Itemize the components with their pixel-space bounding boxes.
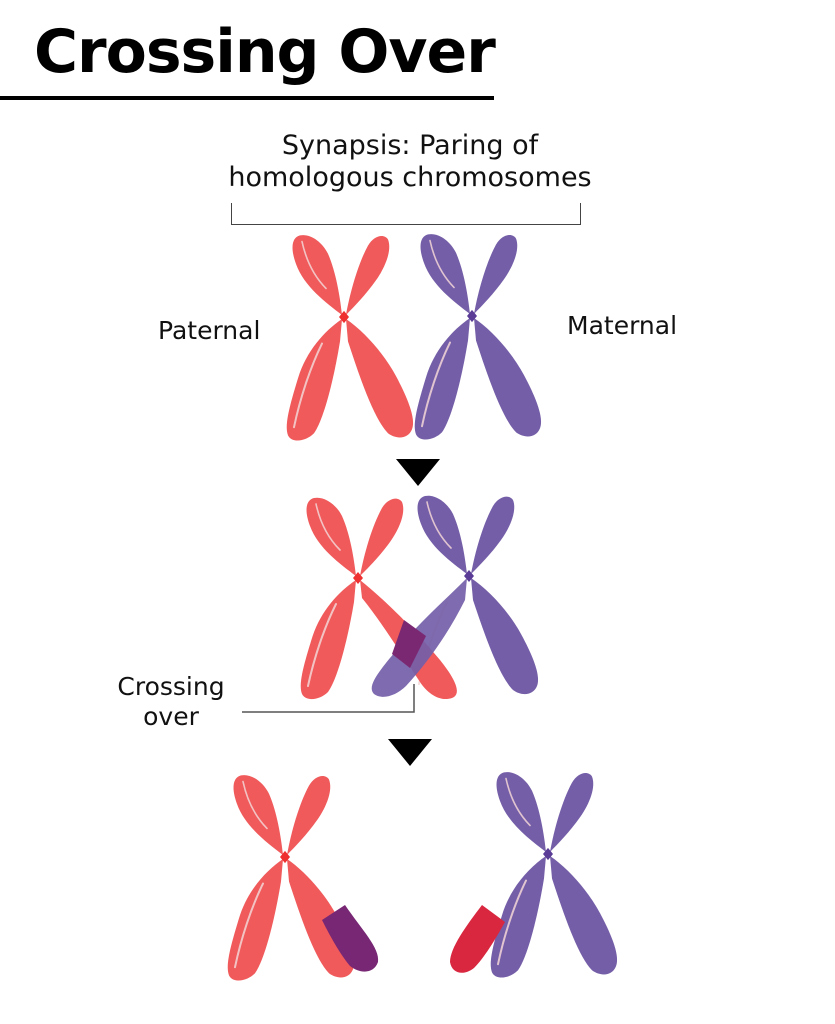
crossing-over-label-line1: Crossing xyxy=(117,672,225,701)
crossing-over-label: Crossing over xyxy=(96,672,246,732)
highlight xyxy=(426,501,452,549)
maternal-label: Maternal xyxy=(567,311,678,340)
centromere xyxy=(339,310,349,324)
highlight xyxy=(301,240,327,290)
down-arrow-icon xyxy=(396,459,440,486)
recombinant-maternal-chromosome xyxy=(490,772,618,978)
maternal-segment-swapped xyxy=(322,905,379,972)
chiasma-overlap xyxy=(392,620,426,668)
highlight xyxy=(421,341,451,428)
centromere xyxy=(543,847,553,861)
down-arrow-icon xyxy=(388,739,432,766)
highlight xyxy=(429,239,455,289)
highlight xyxy=(242,780,268,830)
title-underline xyxy=(0,96,494,100)
synapsis-caption: Synapsis: Paring of homologous chromosom… xyxy=(180,130,640,194)
highlight xyxy=(497,879,527,966)
synapsis-caption-line1: Synapsis: Paring of xyxy=(281,130,539,161)
centromere xyxy=(467,309,477,323)
paternal-segment-swapped xyxy=(450,905,505,973)
highlight xyxy=(293,342,323,429)
synapsis-caption-line2: homologous chromosomes xyxy=(228,162,592,193)
highlight xyxy=(234,882,264,969)
synapsis-bracket xyxy=(231,203,581,225)
paternal-chromosome xyxy=(286,235,414,441)
highlight xyxy=(315,503,341,551)
crossing-over-label-line2: over xyxy=(143,702,199,731)
highlight xyxy=(307,603,337,687)
recombinant-paternal-chromosome xyxy=(227,775,355,981)
maternal-chromosome xyxy=(414,234,542,440)
page-title: Crossing Over xyxy=(34,17,496,87)
paternal-label: Paternal xyxy=(158,316,261,345)
highlight xyxy=(505,777,531,827)
centromere xyxy=(280,850,290,864)
